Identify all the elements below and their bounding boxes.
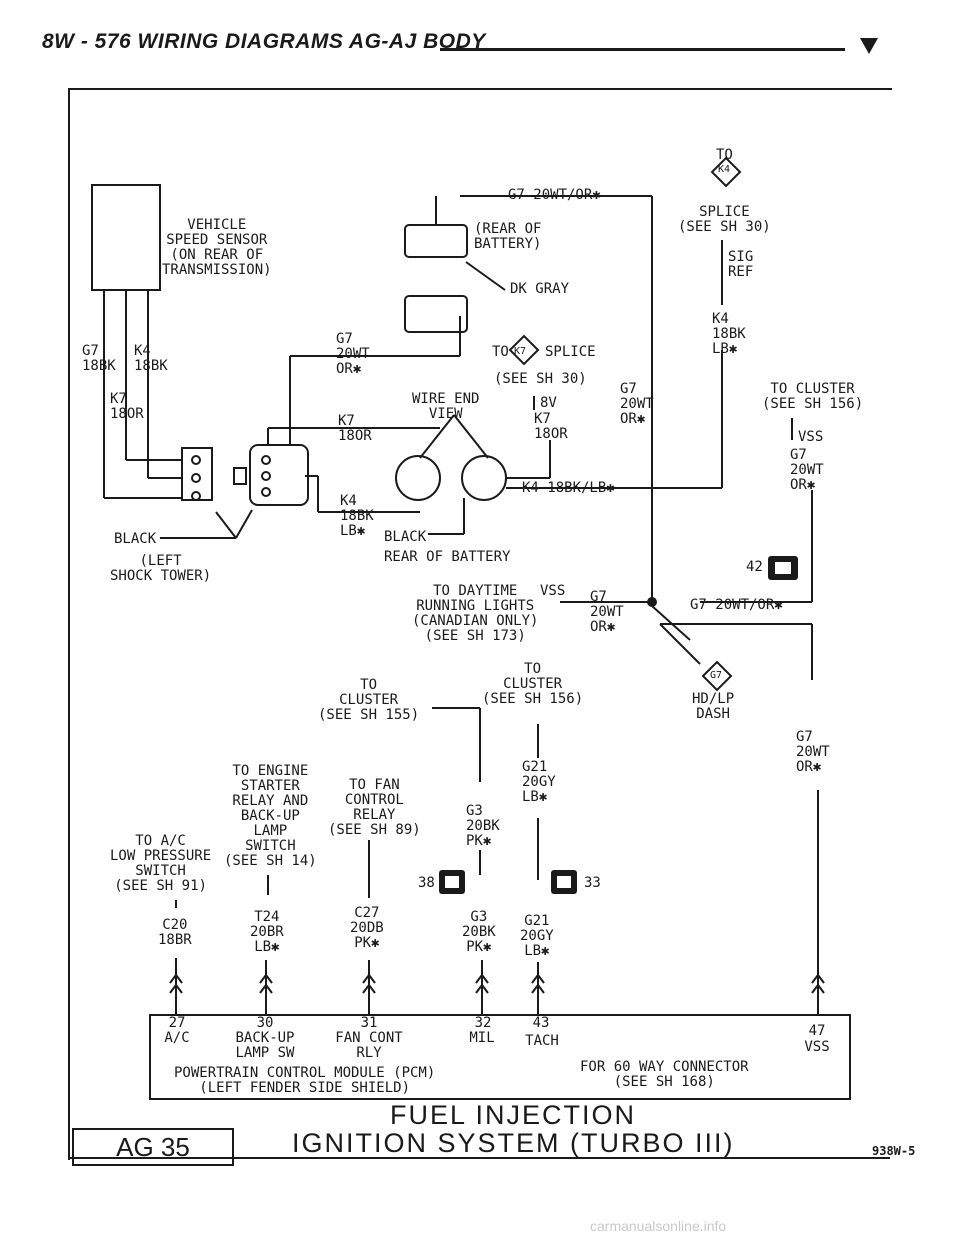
k7-diamond: [508, 334, 540, 366]
rear-of-battery-top-label: (REAR OF BATTERY): [474, 221, 542, 252]
k4-tag: K4: [718, 164, 731, 175]
pcm-pin-27-number: 27: [168, 1015, 186, 1031]
see-sh30-label: (SEE SH 30): [494, 371, 587, 387]
pcm-pin-47-name: VSS: [804, 1039, 830, 1055]
pcm-pin-43-name: TACH: [525, 1033, 559, 1049]
g7-line-label: G7 20WT/OR✱: [690, 597, 783, 613]
pcm-pin-30-number: 30: [256, 1015, 274, 1031]
g7-20wt-drl-label: G7 20WT OR✱: [590, 589, 624, 635]
vss-sensor-label: VEHICLE SPEED SENSOR (ON REAR OF TRANSMI…: [162, 217, 272, 278]
g7-top-label: G7 20WT/OR✱: [508, 187, 601, 203]
diagram-frame: [68, 88, 892, 1160]
k4-18bk-label: K4 18BK: [134, 343, 168, 374]
k7-18or-b-label: K7 18OR: [338, 413, 372, 444]
g7-diamond: [701, 660, 733, 692]
to-engine-starter-label: TO ENGINE STARTER RELAY AND BACK-UP LAMP…: [224, 763, 317, 869]
k4-18bk-lb-label: K4 18BK LB✱: [712, 311, 746, 357]
k4-18bk-lb-line-label: K4 18BK/LB✱: [522, 480, 615, 496]
to-ac-low-pressure-label: TO A/C LOW PRESSURE SWITCH (SEE SH 91): [110, 833, 212, 894]
to-k7-label: TO: [492, 344, 509, 360]
g21-top-label: G21 20GY LB✱: [522, 759, 556, 805]
battery-connector-b: [404, 295, 468, 333]
k7-18or-label: K7 18OR: [110, 391, 144, 422]
watermark: carmanualsonline.info: [590, 1218, 727, 1234]
k4-18bk-lb-b-label: K4 18BK LB✱: [340, 493, 374, 539]
k4-splice-label: SPLICE (SEE SH 30): [678, 204, 771, 235]
to-k4-label: TO: [716, 147, 733, 163]
g3-bot-wire-label: G3 20BK PK✱: [462, 909, 496, 955]
g7-20wt-right-label: G7 20WT OR✱: [620, 381, 654, 427]
pcm-title-label: POWERTRAIN CONTROL MODULE (PCM) (LEFT FE…: [174, 1065, 436, 1096]
g7-20wt-r3-label: G7 20WT OR✱: [796, 729, 830, 775]
g7-20wt-mid-label: G7 20WT OR✱: [336, 331, 370, 377]
left-connector-body: [181, 447, 213, 501]
to-cluster-156-label: TO CLUSTER (SEE SH 156): [762, 381, 864, 412]
dk-gray-label: DK GRAY: [510, 281, 570, 297]
mid-connector-body: [249, 444, 309, 506]
pcm-pin-31-number: 31: [360, 1015, 378, 1031]
g7-20wt-r2-label: G7 20WT OR✱: [790, 447, 824, 493]
to-fan-control-label: TO FAN CONTROL RELAY (SEE SH 89): [328, 777, 421, 838]
vss-label: VSS: [798, 429, 824, 445]
8v-label: 8V: [540, 395, 557, 411]
sheet-number: AG 35: [72, 1128, 234, 1166]
black-mid-label: BLACK: [384, 529, 427, 545]
vss-small-label: VSS: [540, 583, 566, 599]
to-cluster-155-label: TO CLUSTER (SEE SH 155): [318, 677, 420, 723]
vss-sensor-box: [91, 184, 161, 291]
battery-view-connector-a: [395, 455, 441, 501]
t24-wire-label: T24 20BR LB✱: [250, 909, 284, 955]
sig-ref-label: SIG REF: [728, 249, 754, 280]
battery-connector-a: [404, 224, 468, 258]
left-shock-tower-label: (LEFT SHOCK TOWER): [110, 553, 212, 584]
wire-end-view-label: WIRE END VIEW: [412, 391, 480, 422]
header-rule: [440, 48, 845, 51]
diagram-title-line1: FUEL INJECTION: [390, 1100, 637, 1130]
splice-42-label: 42: [746, 559, 763, 575]
pcm-connector-box: [149, 1014, 851, 1100]
header-triangle-icon: [860, 38, 878, 54]
c27-wire-label: C27 20DB PK✱: [350, 905, 384, 951]
diagram-title-line2: IGNITION SYSTEM (TURBO III): [292, 1128, 735, 1158]
pcm-pin-43-number: 43: [532, 1015, 550, 1031]
connector-note-label: FOR 60 WAY CONNECTOR (SEE SH 168): [580, 1059, 749, 1090]
c20-wire-label: C20 18BR: [158, 917, 192, 948]
to-cluster-156b-label: TO CLUSTER (SEE SH 156): [482, 661, 584, 707]
pcm-pin-32-name: MIL: [469, 1030, 495, 1046]
battery-view-connector-b: [461, 455, 507, 501]
rear-of-battery-label: REAR OF BATTERY: [384, 549, 511, 565]
k7-tag: K7: [514, 346, 527, 357]
k4-diamond: [710, 156, 742, 188]
pcm-pin-27-name: A/C: [164, 1030, 190, 1046]
g7-tag: G7: [710, 670, 723, 681]
hd-lp-dash-label: HD/LP DASH: [692, 691, 735, 722]
g7-18bk-label: G7 18BK: [82, 343, 116, 374]
pcm-pin-30-name: BACK-UP LAMP SW: [235, 1030, 295, 1061]
k7-18or-c-label: K7 18OR: [534, 411, 568, 442]
pcm-pin-32-number: 32: [474, 1015, 492, 1031]
g21-bot-wire-label: G21 20GY LB✱: [520, 913, 554, 959]
g3-top-label: G3 20BK PK✱: [466, 803, 500, 849]
black-left-label: BLACK: [114, 531, 157, 547]
drl-label: TO DAYTIME RUNNING LIGHTS (CANADIAN ONLY…: [412, 583, 539, 644]
pcm-pin-31-name: FAN CONT RLY: [335, 1030, 403, 1061]
k7-splice-label: SPLICE: [545, 344, 596, 360]
figure-code: 938W-5: [872, 1144, 916, 1158]
g7-splice-node: [647, 597, 657, 607]
pcm-pin-47-number: 47: [808, 1023, 826, 1039]
page-header: 8W - 576 WIRING DIAGRAMS AG-AJ BODY: [42, 30, 486, 53]
splice-38-label: 38: [418, 875, 435, 891]
splice-33-label: 33: [584, 875, 601, 891]
